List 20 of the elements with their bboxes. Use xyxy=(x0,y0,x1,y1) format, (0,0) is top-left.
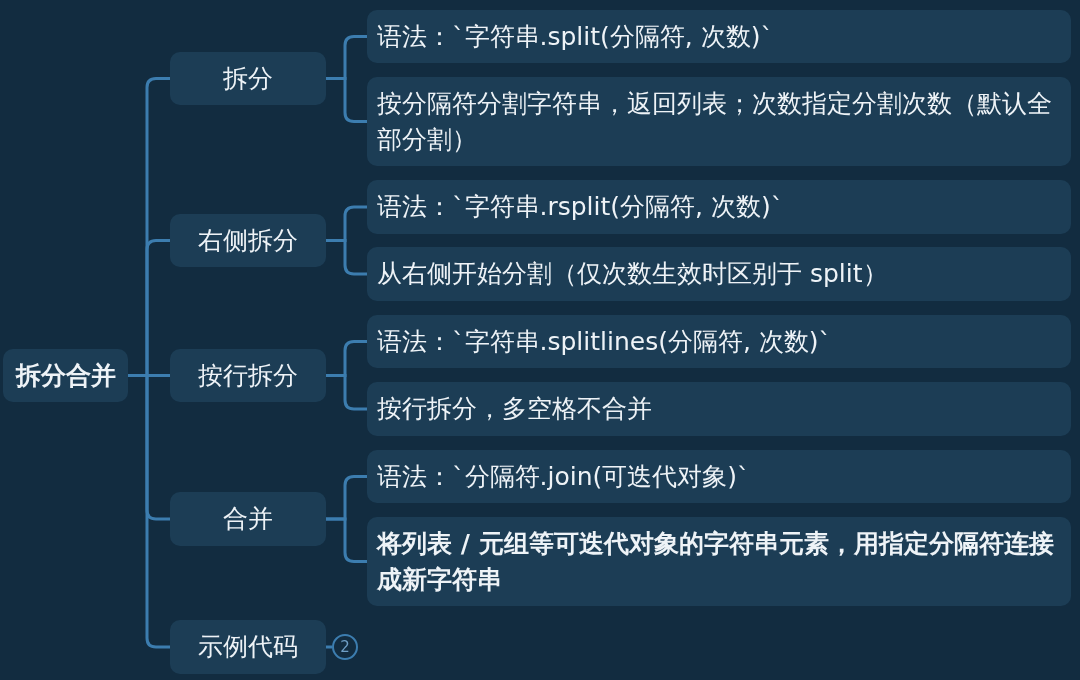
topic-box: 合并 xyxy=(170,492,326,546)
detail-box: 将列表 / 元组等可迭代对象的字符串元素，用指定分隔符连接成新字符串 xyxy=(367,517,1071,606)
connector-line xyxy=(326,517,367,563)
detail-box: 语法：`字符串.splitlines(分隔符, 次数)` xyxy=(367,315,1071,368)
topic-box: 示例代码 xyxy=(170,620,326,674)
topic-box: 拆分 xyxy=(170,52,326,105)
connector-line xyxy=(326,77,367,123)
connector-line xyxy=(326,239,367,276)
connector-line xyxy=(326,645,332,649)
detail-box: 语法：`字符串.split(分隔符, 次数)` xyxy=(367,10,1071,63)
detail-box: 语法：`字符串.rsplit(分隔符, 次数)` xyxy=(367,180,1071,234)
topic-box: 右侧拆分 xyxy=(170,214,326,267)
detail-box: 按分隔符分割字符串，返回列表；次数指定分割次数（默认全部分割） xyxy=(367,77,1071,166)
detail-box: 按行拆分，多空格不合并 xyxy=(367,382,1071,436)
root-topic-box: 拆分合并 xyxy=(3,349,128,402)
detail-box: 从右侧开始分割（仅次数生效时区别于 split） xyxy=(367,247,1071,301)
connector-line xyxy=(326,374,367,411)
number-circle: 2 xyxy=(332,634,358,660)
detail-box: 语法：`分隔符.join(可迭代对象)` xyxy=(367,450,1071,503)
topic-box: 按行拆分 xyxy=(170,349,326,402)
